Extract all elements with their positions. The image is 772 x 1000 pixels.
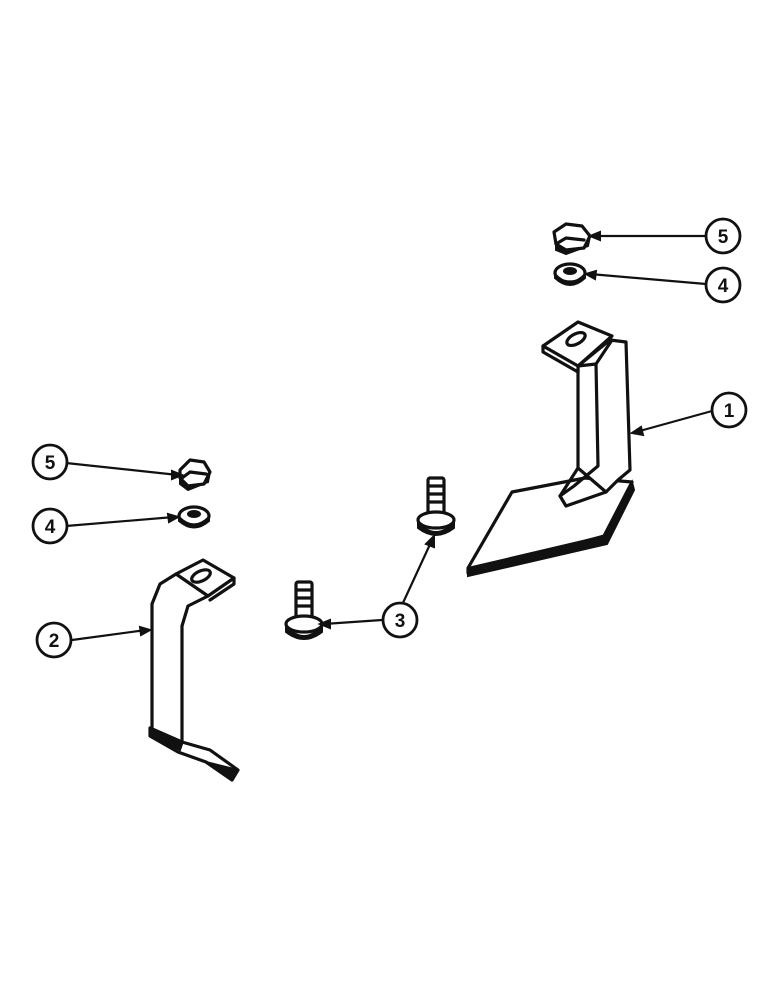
leader-c3-upper	[401, 539, 433, 606]
callout-4-left: 4	[31, 507, 69, 545]
callout-label: 3	[395, 611, 406, 632]
bolt-lower	[284, 580, 324, 640]
leader-c1	[635, 409, 713, 434]
callout-label: 5	[718, 227, 729, 248]
leader-lines	[65, 230, 713, 642]
nut-right	[552, 222, 592, 256]
leader-c3-lower	[323, 618, 383, 626]
callout-2: 2	[35, 621, 73, 659]
callout-3: 3	[381, 601, 419, 639]
leader-c4-right	[589, 272, 707, 286]
bracket-part-1	[466, 320, 636, 578]
washer-right	[553, 262, 587, 286]
leader-c5-left	[65, 461, 179, 477]
callout-5-left: 5	[31, 443, 69, 481]
bolt-upper	[416, 476, 456, 536]
callout-5-right: 5	[704, 217, 742, 255]
callout-label: 2	[49, 631, 60, 652]
callout-4-right: 4	[704, 266, 742, 304]
leader-c4-left	[65, 515, 175, 528]
washer-left	[177, 505, 211, 529]
bracket-part-2	[148, 558, 240, 782]
callout-label: 5	[45, 453, 56, 474]
callout-1: 1	[710, 391, 748, 429]
callout-label: 4	[718, 276, 729, 297]
callout-label: 1	[724, 401, 735, 422]
leader-c2	[71, 628, 147, 642]
nut-left	[178, 458, 212, 492]
callout-label: 4	[45, 517, 56, 538]
